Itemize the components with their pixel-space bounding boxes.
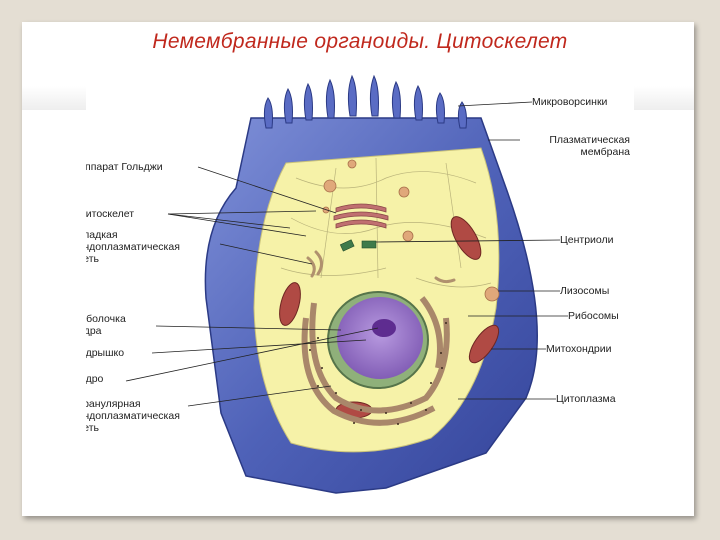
label-nuclear-envelope: Оболочка ядра — [86, 313, 126, 337]
lysosomes — [322, 159, 500, 302]
label-nucleus: Ядро — [86, 373, 104, 385]
centrioles — [339, 239, 377, 252]
rough-er — [301, 296, 450, 426]
label-lysosomes: Лизосомы — [560, 285, 610, 297]
slide-title: Немембранные органоиды. Цитоскелет — [152, 30, 568, 53]
cell-diagram: Аппарат Гольджи Цитоскелет Гладкая эндоп… — [86, 68, 634, 504]
label-ribosomes: Рибосомы — [568, 310, 619, 322]
label-plasma-membrane: Плазматическая мембрана — [549, 134, 630, 158]
golgi-apparatus — [333, 203, 389, 229]
label-rough-er: Гранулярная эндоплазматическая сеть — [86, 398, 180, 434]
ribosome-dots — [309, 322, 447, 425]
label-cytoskeleton: Цитоскелет — [86, 208, 135, 220]
nucleolus — [372, 319, 396, 337]
cell-illustration — [125, 74, 568, 494]
leader-lines — [125, 101, 568, 407]
label-smooth-er: Гладкая эндоплазматическая сеть — [86, 229, 180, 265]
label-cytoplasm: Цитоплазма — [556, 393, 616, 405]
smooth-er — [306, 250, 456, 284]
label-golgi: Аппарат Гольджи — [86, 161, 163, 173]
label-mitochondria: Митохондрии — [546, 343, 612, 355]
nucleus — [337, 297, 423, 379]
label-centrioles: Центриоли — [560, 234, 614, 246]
label-nucleolus: Ядрышко — [86, 347, 125, 359]
label-microvilli: Микроворсинки — [532, 96, 608, 108]
microvilli — [263, 74, 467, 129]
